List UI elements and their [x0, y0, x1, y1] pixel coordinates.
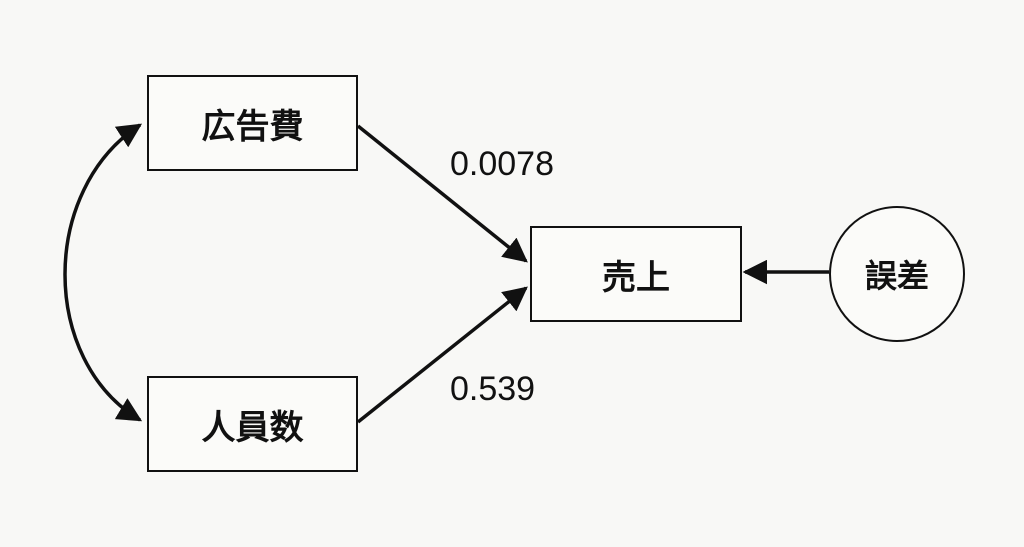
node-label: 誤差: [864, 257, 929, 295]
node-staff-count: 人員数: [147, 376, 358, 472]
coef-staff-count-to-sales: 0.539: [450, 370, 536, 408]
node-label: 人員数: [201, 407, 304, 448]
arrow-staff-count-to-sales: [356, 286, 528, 424]
node-sales: 売上: [530, 226, 742, 322]
node-label: 広告費: [201, 106, 304, 147]
node-error: 誤差: [829, 206, 965, 342]
node-label: 売上: [602, 257, 670, 298]
coef-ad-cost-to-sales: 0.0078: [450, 145, 554, 183]
arrow-ad-cost-to-sales: [356, 124, 528, 263]
correlation-double-arrow: [63, 123, 143, 422]
node-ad-cost: 広告費: [147, 75, 358, 171]
